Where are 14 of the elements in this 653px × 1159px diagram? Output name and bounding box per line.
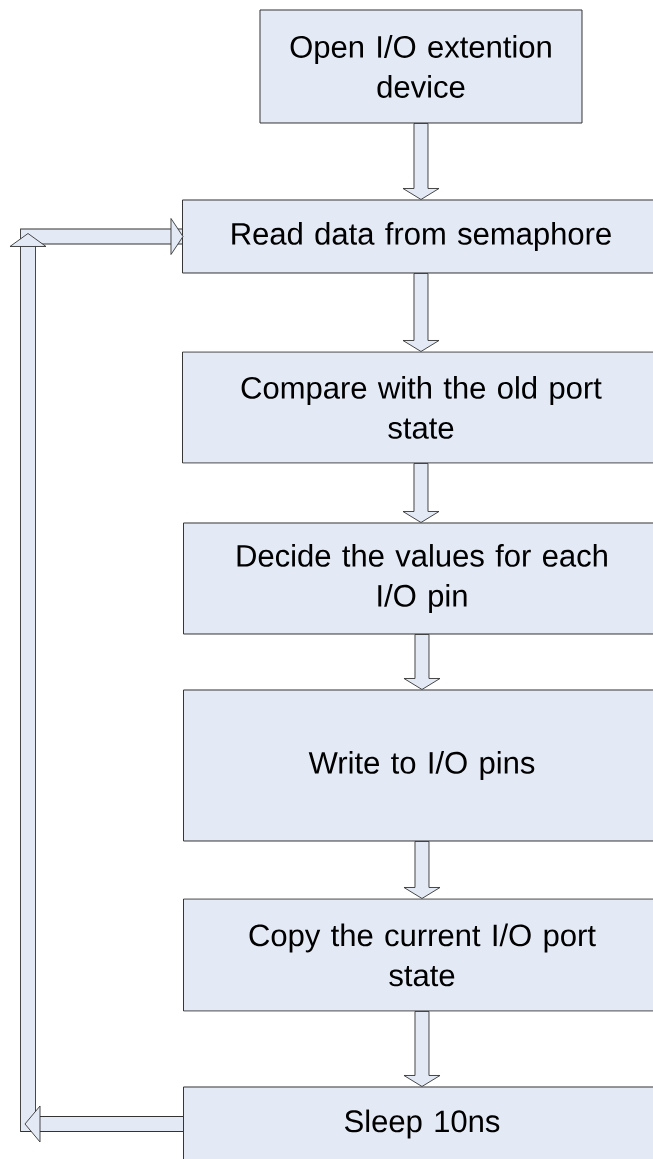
- block-arrow: [403, 634, 441, 690]
- process-box: Write to I/O pins: [183, 689, 653, 842]
- process-box: Decide the values for each I/O pin: [183, 522, 653, 635]
- block-arrow: [402, 463, 440, 523]
- process-box: Read data from semaphore: [182, 199, 653, 274]
- block-arrow: [402, 273, 440, 352]
- block-arrow: [402, 123, 440, 200]
- process-box: Sleep 10ns: [183, 1086, 653, 1159]
- block-arrow: [403, 1011, 441, 1087]
- block-arrow: [403, 841, 441, 899]
- process-box: Open I/O extention device: [259, 9, 583, 124]
- process-box: Compare with the old port state: [182, 351, 653, 464]
- loop-arrow: [9, 218, 184, 1143]
- process-box: Copy the current I/O port state: [183, 898, 653, 1012]
